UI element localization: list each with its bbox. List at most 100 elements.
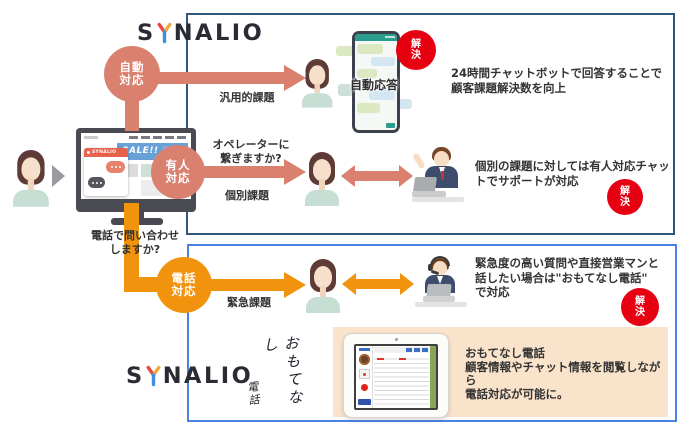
bot-bubble <box>357 69 377 78</box>
node-label-line: 対応 <box>165 171 191 185</box>
arrowhead-left <box>342 273 356 295</box>
logo-y-icon <box>146 365 161 387</box>
customer-avatar-auto <box>301 59 333 108</box>
phone-bidirectional-arrow <box>342 273 414 295</box>
widget-brand-text: SYNALIO <box>92 150 117 155</box>
tablet-sidebar <box>356 346 373 408</box>
food-photo-icon <box>359 354 370 365</box>
phone-flow-arrowhead <box>284 272 306 298</box>
synalio-logo-top: S NALIO <box>137 20 264 46</box>
phone-response-node: 電話 対応 <box>156 257 212 313</box>
calligraphy-omotenashi: おもてなし <box>260 334 305 408</box>
node-label-line: 自動 <box>119 59 145 74</box>
solved-badge-auto: 解決 <box>396 30 436 70</box>
smartphone-input-bar <box>386 123 395 128</box>
auto-description: 24時間チャットボットで回答することで 顧客課題解決数を向上 <box>451 66 673 95</box>
desc-line: 顧客課題解決数を向上 <box>451 80 566 95</box>
monitor-menu-logo <box>84 136 98 139</box>
sale-banner-text: SALE!! <box>122 146 159 156</box>
user-bubble <box>371 57 395 66</box>
phone-question-line1: 電話で問い合わせ <box>91 229 179 242</box>
monitor-menu-item <box>165 136 174 139</box>
node-label-line: 対応 <box>171 284 197 298</box>
user-bubble <box>369 90 395 100</box>
tablet-bg-strip <box>430 346 436 408</box>
chat-section-box <box>186 13 675 235</box>
desc-line: 顧客情報やチャット情報を閲覧しながら <box>465 359 661 387</box>
manned-description: 個別の課題に対しては有人対応チャッ トでサポートが対応 <box>475 159 675 188</box>
desc-line: トでサポートが対応 <box>475 173 579 188</box>
logo-text-nalio: NALIO <box>162 363 254 389</box>
operator-question: オペレーターに 繋ぎますか? <box>196 138 306 165</box>
auto-flow-arrowhead <box>284 65 306 91</box>
arrowhead-left <box>341 165 355 187</box>
tshirt-icon <box>359 369 370 379</box>
chat-widget: SYNALIO <box>84 148 128 196</box>
omotenashi-description: おもてなし電話 顧客情報やチャット情報を閲覧しながら 電話対応が可能に。 <box>465 346 670 401</box>
phone-connector-vertical <box>124 203 139 292</box>
chat-bubble-outside <box>336 46 353 56</box>
manned-response-node: 有人 対応 <box>151 145 205 199</box>
customer-avatar-manned <box>304 152 340 206</box>
auto-connector-bar <box>125 97 139 131</box>
desc-line: で対応 <box>475 285 510 299</box>
node-label-line: 有人 <box>165 157 191 172</box>
arrowhead-right <box>399 165 413 187</box>
bot-bubble <box>357 103 380 113</box>
node-label-line: 電話 <box>171 270 197 285</box>
phone-question-line2: しますか? <box>109 242 161 256</box>
logo-text-s: S <box>126 363 145 389</box>
tablet-crm-form <box>373 346 430 408</box>
monitor-menu-item <box>177 136 186 139</box>
customer-avatar-phone <box>305 259 341 313</box>
manned-flow-arrowhead <box>284 159 306 185</box>
chat-widget-header: SYNALIO <box>84 148 128 157</box>
auto-response-node: 自動 対応 <box>104 46 160 102</box>
auto-answer-label: 自動応答 <box>349 78 398 92</box>
chat-bubble-outside <box>397 99 412 109</box>
tablet-logo-block <box>359 348 370 351</box>
urgent-issue-label: 緊急課題 <box>227 296 271 309</box>
smartphone-screen <box>355 34 397 130</box>
phone-connector-horizontal <box>124 277 162 292</box>
chat-bubble-outside <box>338 84 353 96</box>
phone-operator-avatar <box>415 256 467 312</box>
tablet-action-button <box>358 399 371 405</box>
omotenashi-title: おもてなし電話 <box>465 346 546 360</box>
generic-issue-label: 汎用的課題 <box>219 91 275 104</box>
phone-question: 電話で問い合わせ しますか? <box>80 229 190 256</box>
monitor-menu-item <box>153 136 162 139</box>
tablet-screen <box>354 344 438 410</box>
operator-question-line1: オペレーターに <box>212 138 290 151</box>
record-dot-icon <box>361 384 368 391</box>
support-operator-avatar <box>412 147 464 205</box>
avatar-neck <box>27 178 35 191</box>
auto-flow-arrow <box>158 72 286 84</box>
operator-question-line2: 繋ぎますか? <box>220 151 282 165</box>
phone-description: 緊急度の高い質問や直接営業マンと 話したい場合は"おもてなし電話" で対応 <box>475 256 671 300</box>
phone-flow-arrow <box>209 279 286 291</box>
avatar-torso <box>13 189 49 207</box>
smartphone-header-bar <box>355 34 397 41</box>
node-label-line: 対応 <box>119 73 145 87</box>
omotenashi-tablet <box>343 333 449 418</box>
headset-icon <box>430 256 450 266</box>
logo-y-icon <box>157 22 172 44</box>
customer-avatar <box>12 150 50 207</box>
desc-line: 緊急度の高い質問や直接営業マンと <box>475 256 659 270</box>
synalio-logo-bottom: S NALIO <box>126 363 253 389</box>
smartphone <box>352 31 400 133</box>
user-chat-bubble <box>88 177 105 188</box>
avatar-face <box>21 157 41 181</box>
widget-dot-icon <box>87 151 90 154</box>
tablet-form-rows <box>374 355 429 407</box>
logo-text-s: S <box>137 20 156 46</box>
phone-section-box <box>187 244 677 422</box>
manned-bidirectional-arrow <box>341 165 413 187</box>
monitor-menu-item <box>129 136 138 139</box>
monitor-menu-item <box>141 136 150 139</box>
solved-badge-manned: 解決 <box>607 179 643 215</box>
solved-badge-phone: 解決 <box>621 288 659 326</box>
tablet-camera-icon <box>395 338 398 341</box>
